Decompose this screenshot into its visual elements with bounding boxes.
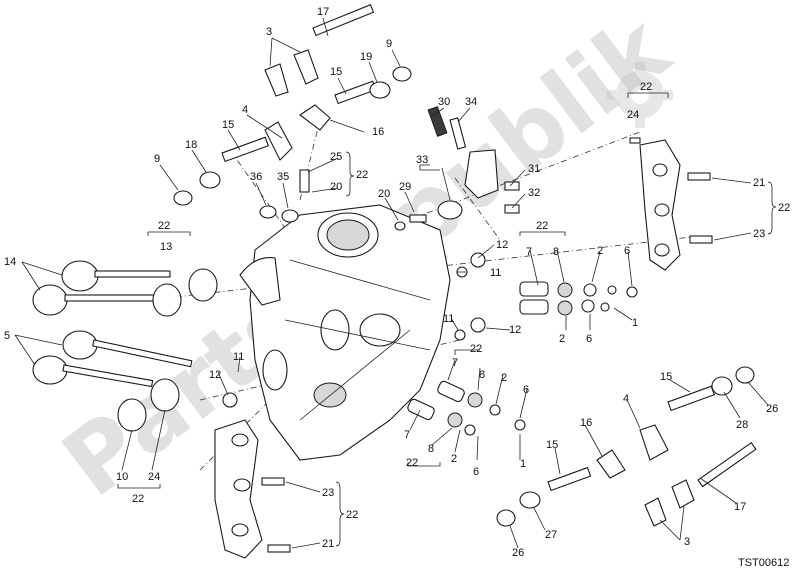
- callout-12: 12: [209, 369, 221, 381]
- callout-2: 2: [559, 333, 565, 345]
- callout-16: 16: [580, 417, 592, 429]
- callout-15: 15: [546, 439, 558, 451]
- callout-29: 29: [399, 181, 411, 193]
- callout-22: 22: [132, 493, 144, 505]
- callout-21: 21: [322, 538, 334, 550]
- drawing-code: TST00612: [738, 557, 789, 569]
- callout-22: 22: [158, 220, 170, 232]
- callout-10: 10: [116, 471, 128, 483]
- callout-15: 15: [660, 371, 672, 383]
- callout-26: 26: [766, 403, 778, 415]
- callout-1: 1: [520, 458, 526, 470]
- callout-9: 9: [386, 38, 392, 50]
- callout-8: 8: [428, 443, 434, 455]
- top-rocker-assembly: [173, 4, 412, 223]
- left-cover: [214, 419, 291, 559]
- callout-14: 14: [4, 256, 16, 268]
- callout-15: 15: [330, 66, 342, 78]
- callout-5: 5: [4, 330, 10, 342]
- lower-rocker-assembly: [496, 366, 757, 527]
- callout-2: 2: [501, 372, 507, 384]
- callout-7: 7: [526, 246, 532, 258]
- callout-24: 24: [627, 109, 639, 121]
- callout-26: 26: [512, 547, 524, 559]
- callout-11: 11: [233, 351, 244, 363]
- callout-22: 22: [406, 457, 418, 469]
- callout-15: 15: [222, 119, 234, 131]
- callout-24: 24: [148, 471, 160, 483]
- callout-20: 20: [330, 181, 342, 193]
- callout-7: 7: [404, 429, 410, 441]
- callout-35: 35: [277, 171, 289, 183]
- callout-22: 22: [356, 169, 368, 181]
- callout-28: 28: [736, 419, 748, 431]
- callout-21: 21: [753, 177, 765, 189]
- callout-2: 2: [597, 245, 603, 257]
- callout-31: 31: [528, 163, 540, 175]
- callout-33: 33: [416, 154, 428, 166]
- watermark-gear-icon: [607, 62, 673, 128]
- callout-8: 8: [553, 246, 559, 258]
- callout-13: 13: [160, 241, 172, 253]
- callout-1: 1: [632, 317, 638, 329]
- callout-20: 20: [378, 188, 390, 200]
- callout-6: 6: [473, 466, 479, 478]
- callout-22: 22: [778, 202, 790, 214]
- callout-9: 9: [154, 153, 160, 165]
- callout-8: 8: [479, 369, 485, 381]
- callout-30: 30: [438, 96, 450, 108]
- callout-27: 27: [545, 529, 557, 541]
- callout-11: 11: [490, 267, 501, 279]
- callout-4: 4: [242, 104, 248, 116]
- shim-stacks: [407, 281, 638, 436]
- callout-6: 6: [586, 333, 592, 345]
- callout-34: 34: [465, 96, 477, 108]
- callout-3: 3: [684, 536, 690, 548]
- callout-2: 2: [451, 453, 457, 465]
- seat-rings: [117, 268, 218, 432]
- callout-6: 6: [624, 245, 630, 257]
- callout-22: 22: [536, 220, 548, 232]
- callout-12: 12: [496, 239, 508, 251]
- sensor-fitting-assembly: [394, 106, 520, 231]
- callout-17: 17: [734, 501, 746, 513]
- callout-32: 32: [528, 187, 540, 199]
- valve-5-group: [32, 330, 193, 388]
- callout-25: 25: [330, 151, 342, 163]
- right-cover: [629, 137, 713, 271]
- callout-3: 3: [266, 26, 272, 38]
- callout-18: 18: [185, 139, 197, 151]
- brackets: [117, 92, 777, 547]
- callout-12: 12: [509, 324, 521, 336]
- callout-4: 4: [623, 393, 629, 405]
- valve-14-group: [32, 260, 171, 316]
- callout-17: 17: [317, 6, 329, 18]
- callout-22: 22: [470, 343, 482, 355]
- callout-36: 36: [250, 171, 262, 183]
- leader-lines: [14, 17, 769, 549]
- callout-22: 22: [640, 81, 652, 93]
- callout-19: 19: [360, 51, 372, 63]
- callout-16: 16: [372, 126, 384, 138]
- callout-22: 22: [346, 509, 358, 521]
- callout-23: 23: [322, 487, 334, 499]
- callout-labels: 17 3 9 19 15 30 34 4 16 15 18 9 25 22 20…: [4, 6, 790, 559]
- callout-6: 6: [523, 384, 529, 396]
- cylinder-head: [239, 204, 451, 461]
- callout-23: 23: [753, 228, 765, 240]
- callout-7: 7: [452, 357, 458, 369]
- callout-11: 11: [443, 313, 454, 325]
